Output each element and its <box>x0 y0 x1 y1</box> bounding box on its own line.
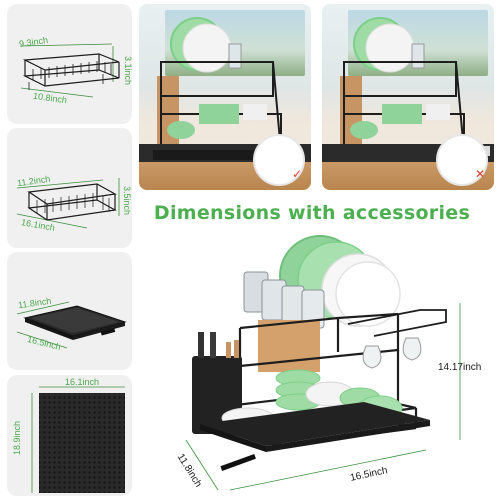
detail-inset <box>253 134 305 186</box>
wrong-mark: ✕ <box>474 167 485 181</box>
rack-height-label: 14.17inch <box>438 362 482 373</box>
kitchen-photo-correct: ✓ <box>139 4 311 190</box>
drying-mat-height-label: 18.9inch <box>12 420 22 455</box>
rack-in-kitchen-illustration <box>322 17 494 162</box>
top-basket-panel: 9.3inch 3.1inch 10.8inch <box>7 4 132 124</box>
bottom-basket-illustration <box>16 178 120 229</box>
correct-mark: ✓ <box>291 167 302 181</box>
main-rack-illustration <box>185 235 461 491</box>
drain-tray-illustration <box>16 301 127 349</box>
page-heading: Dimensions with accessories <box>153 202 471 224</box>
kitchen-photo-wrong: ✕ <box>322 4 494 190</box>
drying-mat-width-label: 16.1inch <box>65 377 100 387</box>
bottom-basket-height-label: 3.5inch <box>122 186 132 216</box>
top-basket-illustration <box>20 43 120 98</box>
drain-tray-panel: 11.8inch 16.5inch <box>7 252 132 370</box>
bottom-basket-panel: 11.2inch 3.5inch 16.1inch <box>7 128 132 248</box>
drying-mat-panel: 16.1inch 18.9inch <box>7 375 132 496</box>
drying-mat-illustration <box>31 386 125 493</box>
detail-inset <box>436 134 488 186</box>
top-basket-height-label: 3.1inch <box>123 56 132 86</box>
